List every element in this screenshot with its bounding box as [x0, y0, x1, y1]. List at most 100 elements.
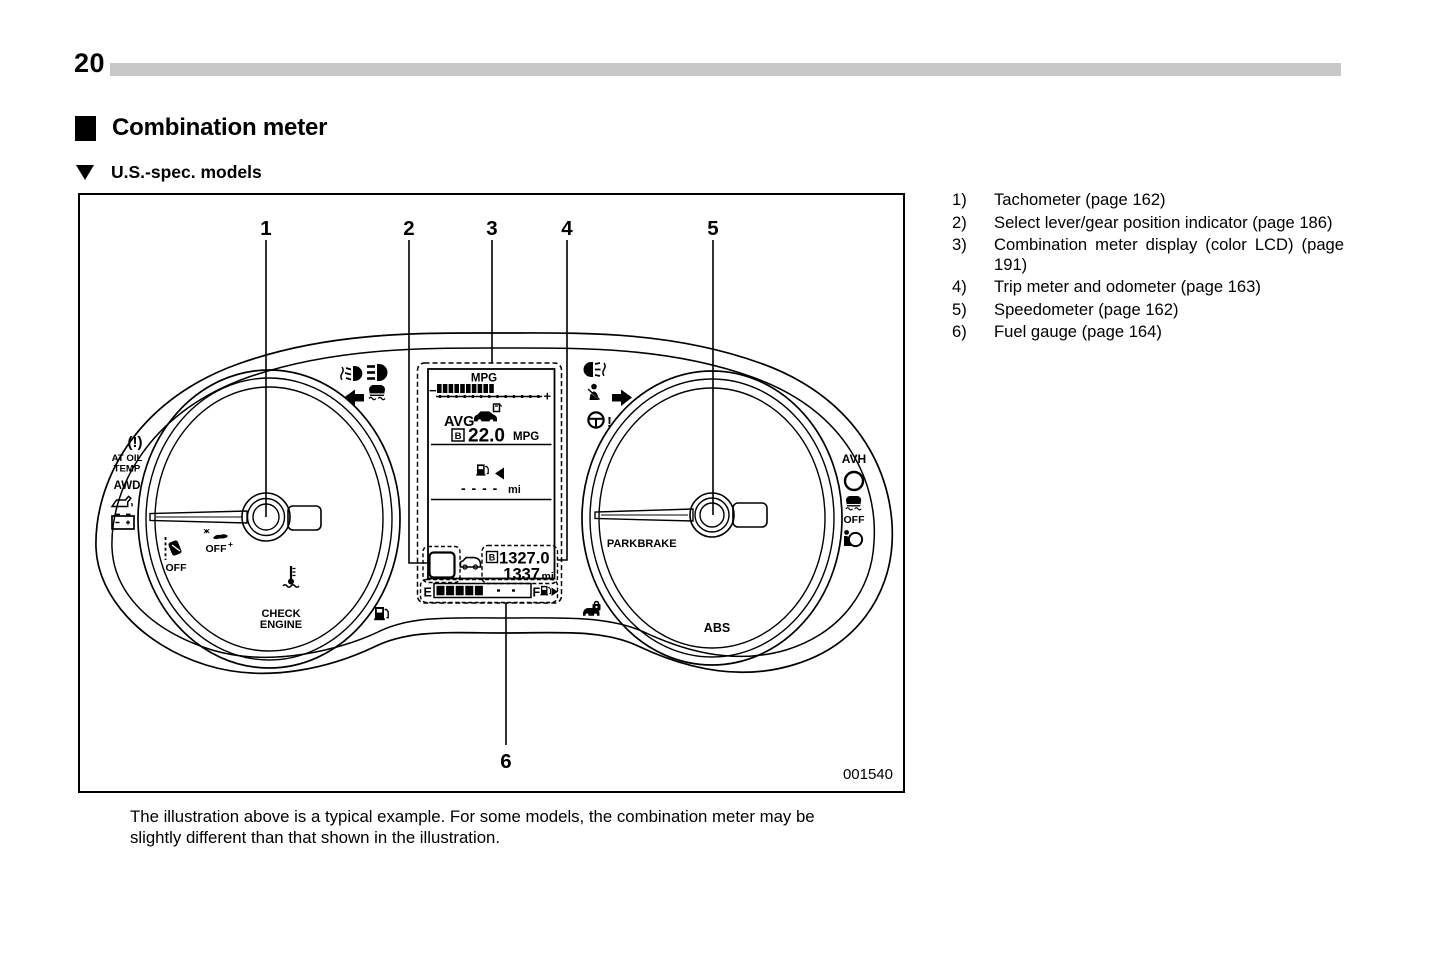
legend-num: 1) [952, 190, 967, 209]
cluster-outer-outline [95, 332, 894, 675]
avh-label: AVH [842, 452, 866, 466]
subsection-title-row: U.S.-spec. models [76, 162, 262, 183]
speedometer-needle [594, 492, 768, 538]
fuel-bar-outline [433, 582, 532, 599]
legend-num: 3) [952, 235, 967, 254]
legend-num: 6) [952, 322, 967, 341]
callout-5: 5 [707, 217, 718, 240]
lane-departure-off-label: OFF [166, 562, 188, 574]
vsc-indicator-icon [368, 384, 386, 401]
callout-6: 6 [500, 750, 511, 773]
section-title: Combination meter [112, 114, 328, 141]
section-title-row: Combination meter [75, 114, 327, 142]
check-engine-label-1: CHECK [261, 608, 300, 620]
mpg-plus: + [544, 389, 552, 404]
lane-departure-off-icon [164, 536, 184, 561]
traction-off-icon [203, 528, 229, 540]
legend-item-4: 4) Trip meter and odometer (page 163) [952, 277, 1344, 297]
page-number: 20 [74, 48, 106, 78]
legend-text: Tachometer (page 162) [994, 190, 1166, 209]
abs-label: ABS [704, 621, 730, 635]
mpg-title: MPG [471, 373, 497, 385]
coolant-temp-icon [281, 564, 301, 589]
section-square-icon [75, 115, 96, 141]
callout-leaders [265, 240, 714, 745]
seatbelt-warning-icon [587, 382, 601, 401]
callout-1: 1 [260, 217, 271, 240]
odometer-unit: mi [542, 571, 554, 583]
left-turn-icon [344, 389, 364, 406]
fuel-filler-side-arrow-icon [551, 587, 558, 596]
subsection-title: U.S.-spec. models [111, 162, 262, 182]
callout-3: 3 [486, 217, 497, 240]
caption-line-1: The illustration above is a typical exam… [130, 807, 815, 826]
odometer-value: 1337 [503, 566, 540, 584]
battery-icon [111, 512, 135, 530]
figure-caption: The illustration above is a typical exam… [130, 806, 930, 848]
callout-2: 2 [403, 217, 414, 240]
low-fuel-icon [373, 606, 389, 621]
legend-text: Trip meter and odometer (page 163) [994, 277, 1261, 296]
trip-b-box [485, 550, 499, 564]
tpms-warning-icon: (!) [128, 434, 143, 451]
caption-line-2: slightly different than that shown in th… [130, 828, 501, 847]
avg-label: AVG [444, 414, 474, 430]
range-value: - - - - [461, 480, 498, 496]
trip-b: B [489, 553, 496, 563]
fuel-gauge-pump-icon [539, 585, 552, 596]
fuel-gauge-dashed-box [419, 578, 559, 604]
trip-value: 1327.0 [499, 550, 549, 568]
oil-pressure-icon [111, 495, 133, 508]
legend-num: 4) [952, 277, 967, 296]
legend-item-3: 3) Combination meter display (color LCD)… [952, 235, 1344, 274]
legend-list: 1) Tachometer (page 162) 2) Select lever… [952, 190, 1344, 345]
fog-light-icon [339, 365, 364, 382]
cluster-inner-outline [111, 347, 876, 659]
gear-position-icon [428, 551, 456, 579]
steering-warning-exclamation: ! [607, 414, 612, 431]
vdc-off-icon [845, 495, 862, 511]
traction-off-label: OFF [206, 543, 228, 555]
range-fuel-pump-icon [475, 463, 489, 477]
lcd-display: MPG − + AVG B 22.0 MPG - - - - mi [416, 362, 563, 604]
triangle-marker-icon [76, 165, 94, 180]
at-oil-temp-label-1: AT OIL [112, 453, 143, 464]
airbag-icon [843, 529, 864, 548]
range-left-arrow-icon [495, 467, 504, 480]
figure-code: 001540 [843, 766, 893, 783]
traction-off-plus: + [228, 539, 233, 549]
brake-warning-icon [843, 470, 865, 492]
legend-item-1: 1) Tachometer (page 162) [952, 190, 1344, 210]
legend-num: 5) [952, 299, 967, 319]
legend-item-2: 2) Select lever/gear position indicator … [952, 213, 1344, 233]
combination-meter-figure: (!) AT OIL TEMP AWD OFF OFF + CHECK ENGI… [78, 193, 905, 793]
tachometer-needle [149, 492, 322, 542]
legend-text: Select lever/gear position indicator (pa… [994, 212, 1333, 232]
fuel-gauge: E F [419, 578, 559, 604]
legend-text: Combination meter display (color LCD) (p… [994, 235, 1344, 274]
tow-mode-icon [459, 556, 482, 570]
legend-text: Speedometer (page 162) [994, 299, 1179, 319]
park-label: PARK [607, 538, 637, 550]
legend-item-6: 6) Fuel gauge (page 164) [952, 322, 1344, 342]
avg-consumption-icon [473, 403, 503, 424]
steering-warning-icon [587, 411, 605, 429]
high-beam-icon [367, 364, 388, 381]
range-unit: mi [508, 484, 521, 496]
avg-trip-b-box [451, 428, 465, 442]
cluster-diagram: (!) AT OIL TEMP AWD OFF OFF + CHECK ENGI… [95, 217, 894, 783]
mpg-bar [436, 384, 542, 398]
rear-fog-light-icon [582, 361, 606, 378]
legend-item-5: 5) Speedometer (page 162) [952, 300, 1344, 320]
avg-value: 22.0 [468, 426, 505, 447]
speedometer-gauge [581, 370, 843, 666]
legend-num: 2) [952, 212, 967, 232]
fuel-full-label: F [533, 586, 541, 600]
header-rule [110, 63, 1341, 76]
security-icon [582, 600, 602, 618]
lcd-screen [427, 368, 556, 580]
avg-trip-b: B [455, 431, 462, 442]
legend-text: Fuel gauge (page 164) [994, 322, 1162, 341]
check-engine-label-2: ENGINE [260, 619, 302, 631]
